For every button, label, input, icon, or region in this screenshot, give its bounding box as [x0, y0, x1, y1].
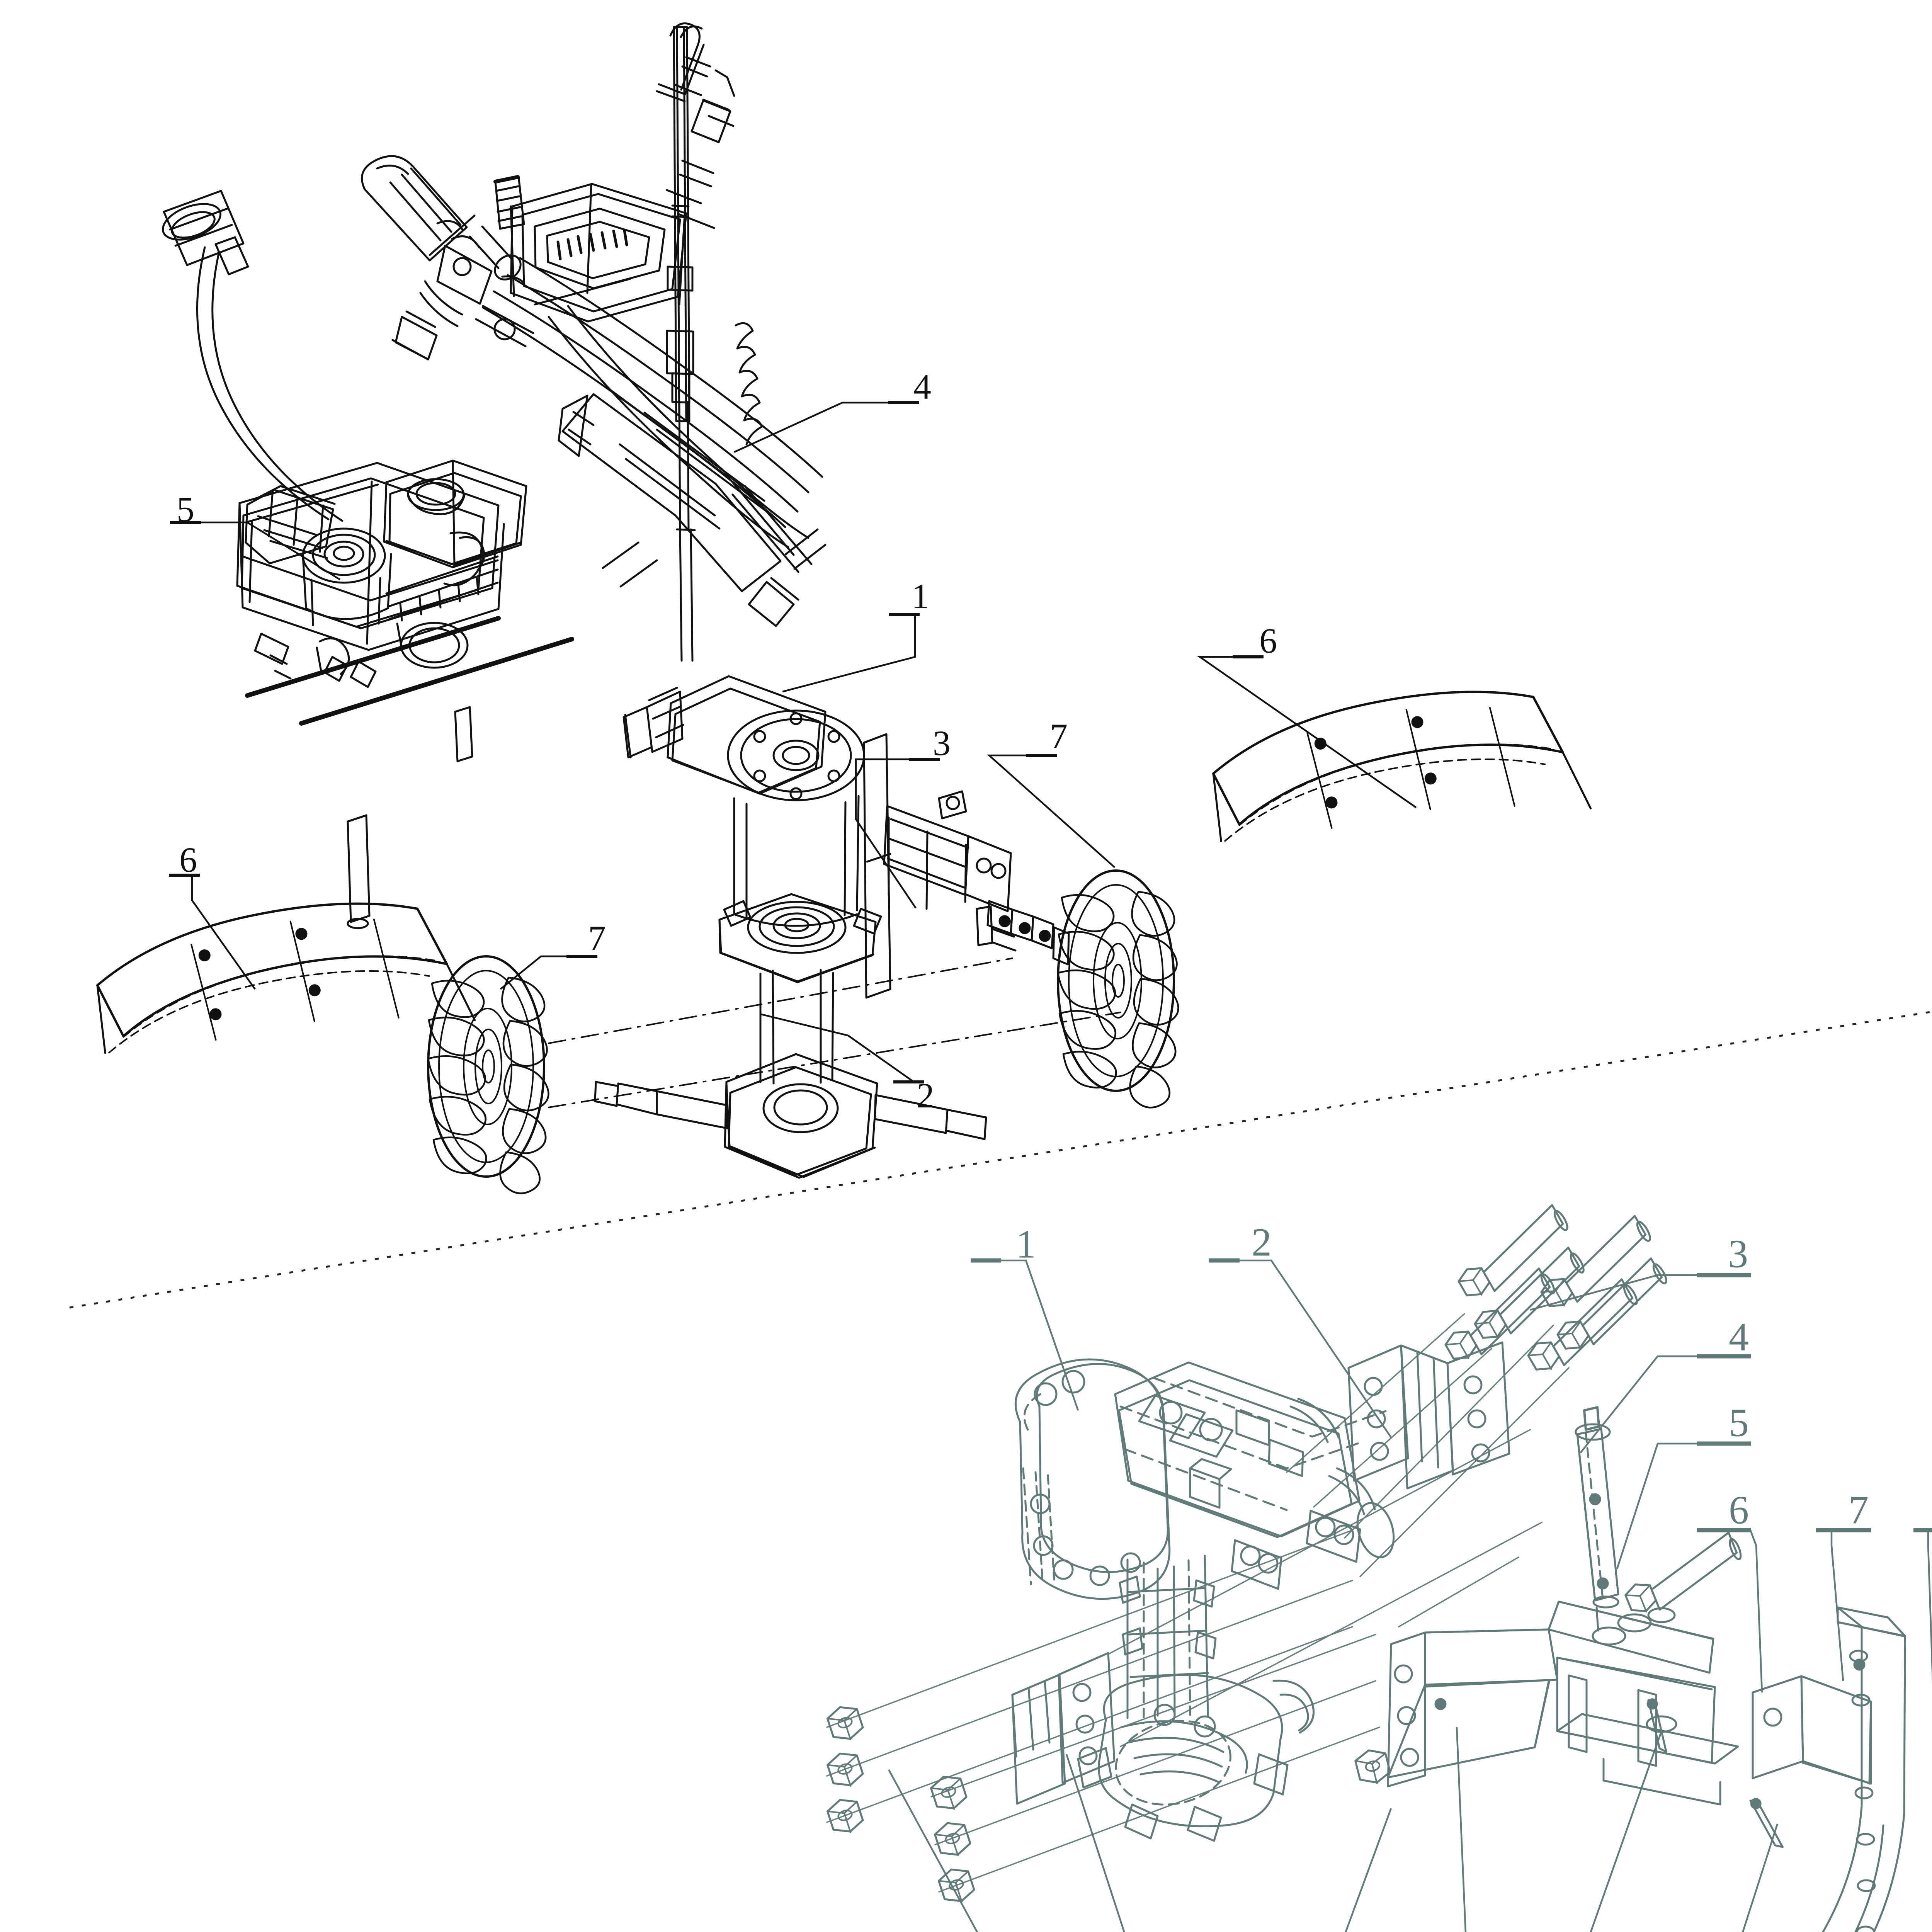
- callout-top-2: 2: [917, 1076, 934, 1115]
- callout-bot-3: 3: [1728, 1231, 1748, 1276]
- callout-bot-4: 4: [1729, 1315, 1749, 1359]
- section-divider: [69, 1010, 1932, 1309]
- top-figure-leaders: [169, 401, 1417, 1083]
- callout-bot-5: 5: [1729, 1400, 1749, 1445]
- callout-bot-6: 6: [1729, 1488, 1749, 1532]
- callout-bot-1: 1: [1016, 1222, 1036, 1267]
- callout-top-3: 3: [933, 723, 951, 763]
- callout-top-6a: 6: [1259, 621, 1277, 660]
- callout-top-7a: 7: [1050, 716, 1068, 756]
- callout-top-5a: 5: [177, 490, 194, 529]
- bottom-figure-leaders: [888, 1258, 1932, 1932]
- callout-top-1: 1: [912, 577, 929, 616]
- callout-bot-7: 7: [1849, 1488, 1869, 1532]
- callout-top-6b: 6: [179, 840, 197, 879]
- callout-top-4: 4: [913, 367, 931, 406]
- callout-bot-2a: 2: [1252, 1220, 1272, 1265]
- callout-top-7b: 7: [588, 918, 606, 958]
